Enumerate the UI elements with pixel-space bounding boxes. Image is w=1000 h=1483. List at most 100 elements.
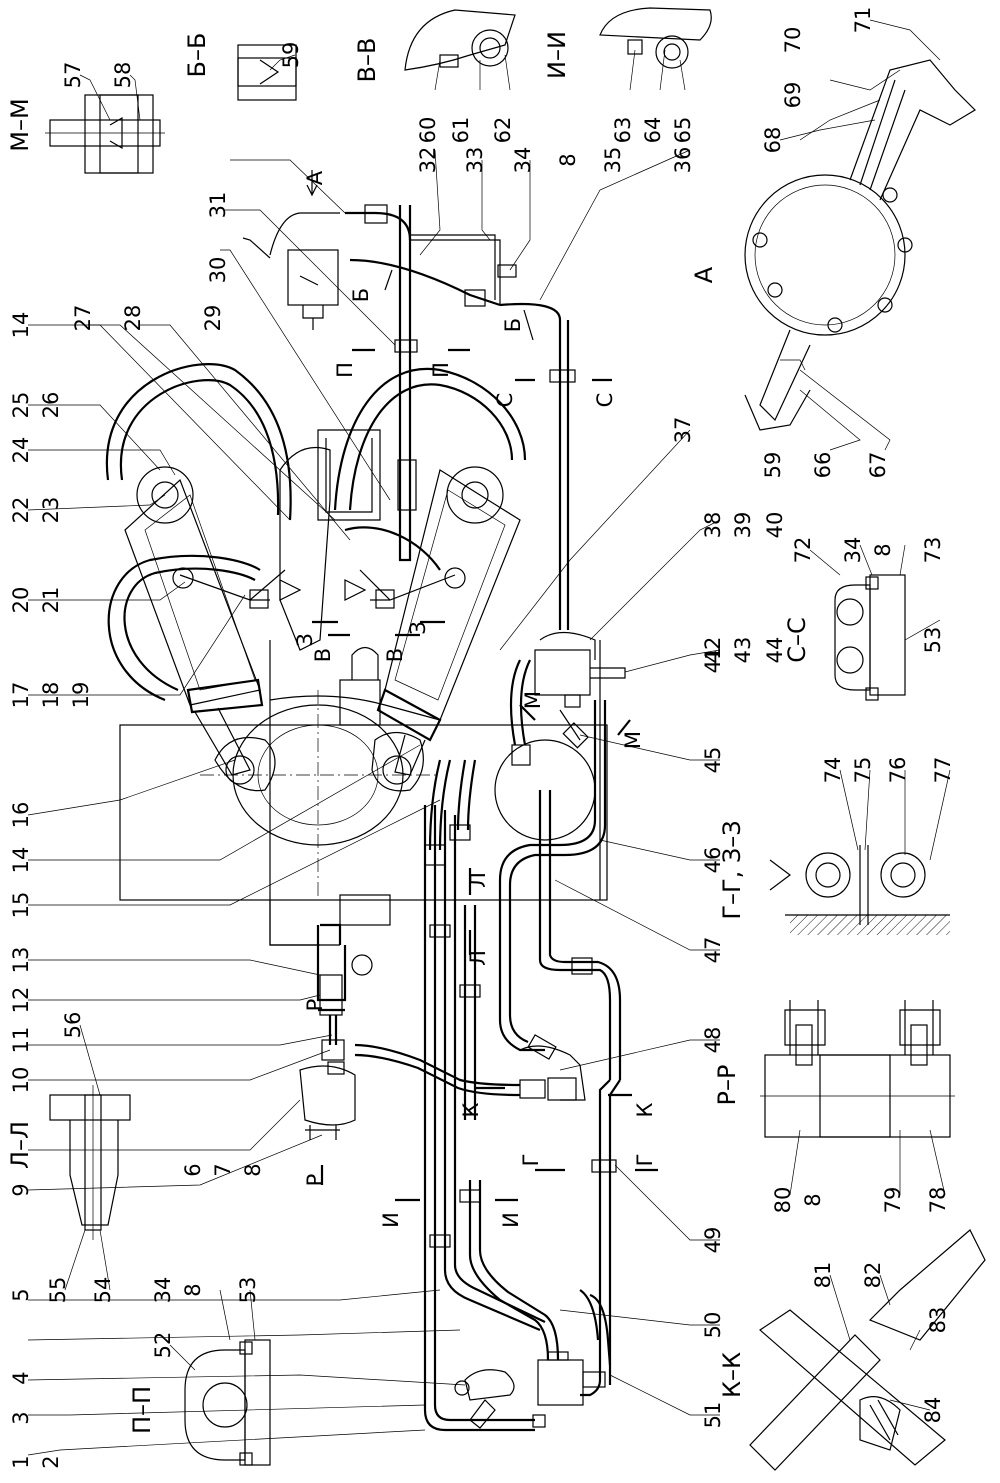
pipe-51 — [579, 1289, 612, 1366]
callout-c17-label: 17 — [9, 682, 33, 709]
cut-mark-m-k2-label: К — [633, 1102, 657, 1117]
callout-c45-label: 45 — [701, 747, 725, 774]
callout-c69-label: 69 — [781, 82, 805, 109]
section-title-s-pp-label: П–П — [128, 1386, 156, 1434]
fitting-48 — [519, 1045, 586, 1101]
callout-c31-label: 31 — [206, 192, 230, 219]
cut-mark-m-v1-label: В — [311, 648, 335, 662]
valve-45 — [559, 709, 581, 741]
nut-48 — [527, 1034, 557, 1060]
callout-c10-label: 10 — [9, 1067, 33, 1094]
callout-c52-label: 52 — [151, 1332, 175, 1359]
loop-29-inner — [325, 438, 373, 513]
section-kk — [749, 1229, 986, 1471]
clip-30 — [394, 339, 418, 353]
lever-4 — [464, 1369, 515, 1401]
section-title-s-gg-label: Г–Г, З–З — [718, 820, 746, 919]
callout-c27-label: 27 — [71, 305, 95, 332]
right-injector-rod — [359, 569, 456, 601]
right-lug — [371, 731, 424, 792]
pipe-45 — [509, 659, 531, 746]
cut-mark-m-a-label: А — [303, 170, 327, 185]
nut-2 — [532, 1414, 546, 1428]
left-injector-rod — [179, 569, 286, 601]
hose-right-upper-b — [348, 383, 514, 511]
section-title-s-mm-label: М–М — [6, 98, 34, 151]
engine-block-outline — [119, 724, 608, 901]
section-cut-markers — [299, 170, 658, 1202]
distributor — [279, 579, 367, 601]
callout-c18-label: 18 — [39, 682, 63, 709]
filter-body — [287, 249, 339, 306]
callout-c25-label: 25 — [9, 392, 33, 419]
nut-15 — [424, 844, 446, 866]
callout-c36-label: 36 — [671, 147, 695, 174]
callout-c34c-label: 34 — [841, 537, 865, 564]
callout-c8e-label: 8 — [801, 1193, 825, 1206]
callout-c47-label: 47 — [701, 937, 725, 964]
callout-c16-label: 16 — [9, 802, 33, 829]
callout-c14b-label: 14 — [9, 847, 33, 874]
hose-left-lower — [107, 554, 261, 702]
section-title-s-cc-label: С–С — [783, 617, 811, 663]
flywheel-boss — [494, 739, 596, 841]
hose-14-left-upper — [105, 363, 292, 521]
callout-c22-label: 22 — [9, 497, 33, 524]
callout-c8a-label: 8 — [241, 1163, 265, 1176]
cut-mark-m-i2-label: И — [499, 1212, 523, 1228]
loop-29 — [317, 429, 381, 521]
callout-c33-label: 33 — [463, 147, 487, 174]
callout-c81-label: 81 — [811, 1262, 835, 1289]
left-fitting — [249, 589, 269, 609]
section-gg — [769, 845, 950, 935]
right-lug-hole — [382, 755, 412, 785]
callout-c43-label: 43 — [731, 637, 755, 664]
left-lug-hole — [225, 755, 255, 785]
pump-2-cap — [547, 1351, 569, 1361]
cut-mark-m-m2-label: М — [621, 731, 645, 749]
pipe-49 — [580, 1079, 621, 1397]
section-title-s-bb-label: Б–Б — [183, 33, 211, 78]
cut-mark-m-l2-label: Л — [466, 950, 490, 966]
cylinder-head-left — [279, 446, 331, 651]
cut-mark-m-z2-label: З — [406, 621, 430, 634]
axis-lines — [200, 690, 440, 900]
callout-c60-label: 60 — [416, 117, 440, 144]
callout-c34b-label: 34 — [151, 1277, 175, 1304]
callout-c35-label: 35 — [601, 147, 625, 174]
section-pp — [184, 1339, 271, 1466]
callout-c67-label: 67 — [866, 452, 890, 479]
hose-29 — [344, 526, 441, 571]
callout-c59b-label: 59 — [761, 452, 785, 479]
callout-c59a-label: 59 — [279, 42, 303, 69]
callout-c13-label: 13 — [9, 947, 33, 974]
pump-41-base — [564, 694, 581, 708]
pipe-l — [463, 905, 477, 1120]
callout-c73-label: 73 — [921, 537, 945, 564]
callout-c40-label: 40 — [763, 512, 787, 539]
callout-c53a-label: 53 — [236, 1277, 260, 1304]
callout-c56-label: 56 — [61, 1012, 85, 1039]
pipe-46 — [498, 700, 597, 1052]
section-cc — [834, 574, 906, 701]
hose-14b — [456, 759, 477, 831]
section-bb — [237, 44, 297, 101]
clip-36 — [549, 369, 576, 383]
pipe-r-link — [269, 900, 320, 946]
callout-c61-label: 61 — [449, 117, 473, 144]
right-injector-nut — [444, 567, 466, 589]
section-title-s-ll-label: Л–Л — [6, 1121, 34, 1169]
pump-2 — [537, 1359, 584, 1406]
hose-15 — [428, 759, 452, 851]
callout-c54-label: 54 — [91, 1277, 115, 1304]
clip-49 — [591, 1159, 617, 1173]
callout-c28-label: 28 — [121, 305, 145, 332]
clip-l-2 — [459, 1189, 481, 1203]
callout-c55-label: 55 — [46, 1277, 70, 1304]
pipe-5 — [443, 810, 546, 1332]
filter-9 — [299, 1065, 356, 1126]
fuel-pump-41 — [534, 649, 591, 696]
callout-c8c-label: 8 — [181, 1283, 205, 1296]
clip-l-1 — [459, 984, 481, 998]
callout-c53b-label: 53 — [921, 627, 945, 654]
